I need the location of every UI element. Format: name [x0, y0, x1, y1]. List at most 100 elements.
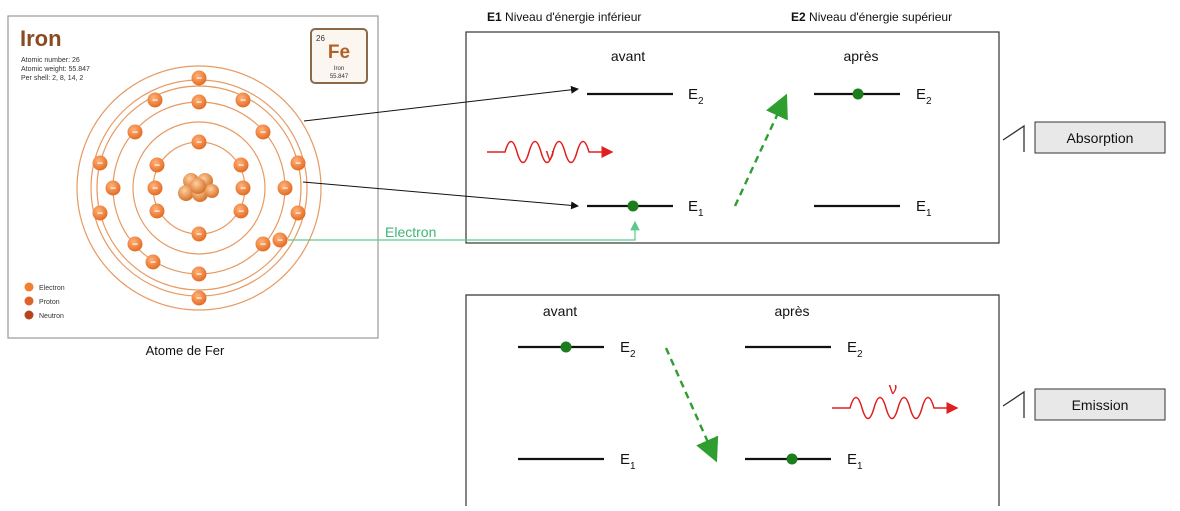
absorption-after-e2-label: E2 [916, 86, 932, 107]
legend-label-electron: Electron [39, 285, 65, 292]
emission-photon-wave [832, 396, 959, 420]
electron-sign-23: − [152, 96, 158, 107]
emission-before-e2-label: E2 [620, 339, 636, 360]
absorption-tag-bracket [1002, 124, 1025, 152]
absorption-transition-arrow [733, 93, 788, 207]
absorption-after-e1-label: E1 [916, 198, 932, 219]
badge-name: Iron [334, 66, 344, 72]
electron-sign-26: − [277, 236, 283, 247]
emission-tag-label: Emission [1072, 397, 1129, 413]
electron-19 [92, 155, 108, 171]
electron-sign-11: − [110, 184, 116, 195]
electron-sign-3: − [196, 138, 202, 149]
absorption-panel: avant après E2 E1 ν E2 E1 [465, 31, 1000, 244]
header-e1: E1 Niveau d'énergie inférieur [487, 10, 641, 24]
emission-before-label: avant [543, 303, 577, 319]
emission-photon-nu: ν [889, 379, 898, 398]
electron-14 [255, 124, 271, 140]
electron-sign-25: − [150, 258, 156, 269]
electron-link-line [288, 220, 640, 241]
electron-3 [191, 134, 207, 150]
electron-11 [105, 180, 121, 196]
emission-after-label: après [774, 303, 809, 319]
electron-8 [233, 203, 249, 219]
electron-sign-15: − [132, 240, 138, 251]
electron-sign-8: − [238, 207, 244, 218]
header-e1-tag: E1 [487, 10, 502, 24]
absorption-before-electron-dot [627, 200, 639, 212]
electron-sign-6: − [238, 161, 244, 172]
electron-10 [191, 266, 207, 282]
electron-sign-16: − [260, 240, 266, 251]
absorption-after-electron-dot [852, 88, 864, 100]
emission-tag: Emission [1002, 388, 1166, 421]
badge-symbol: Fe [328, 42, 350, 63]
shell-4 [96, 85, 302, 291]
electron-link-label: Electron [385, 224, 436, 240]
absorption-after-label: après [843, 48, 878, 64]
electron-sign-14: − [260, 128, 266, 139]
atomic-weight-line: Atomic weight: 55.847 [21, 66, 90, 73]
electron-sign-10: − [196, 270, 202, 281]
electron-21 [92, 205, 108, 221]
atomic-number-line: Atomic number: 26 [21, 57, 80, 64]
electron-24 [235, 92, 251, 108]
electron-1 [147, 180, 163, 196]
badge-number: 26 [316, 34, 325, 43]
atom-card: Iron Atomic number: 26 Atomic weight: 55… [7, 15, 379, 339]
electron-sign-12: − [282, 184, 288, 195]
emission-transition-arrow [664, 347, 719, 463]
electron-sign-19: − [97, 159, 103, 170]
electron-sign-5: − [154, 161, 160, 172]
per-shell-line: Per shell: 2, 8, 14, 2 [21, 75, 83, 82]
electron-sign-4: − [196, 230, 202, 241]
connector-outer-shell-to-e2 [303, 85, 579, 122]
electron-sign-20: − [295, 159, 301, 170]
emission-after-e1-label: E1 [847, 451, 863, 472]
nucleus [178, 173, 219, 202]
electron-sign-9: − [196, 98, 202, 109]
electrons: −−−−−−−−−−−−−−−−−−−−−−−−−− [92, 70, 306, 306]
electron-2 [235, 180, 251, 196]
absorption-before-label: avant [611, 48, 645, 64]
electron-sign-24: − [240, 96, 246, 107]
legend-swatch-neutron [24, 310, 34, 320]
electron-sign-22: − [295, 209, 301, 220]
electron-sign-7: − [154, 207, 160, 218]
legend-swatch-proton [24, 296, 34, 306]
electron-23 [147, 92, 163, 108]
header-e2-tag: E2 [791, 10, 806, 24]
absorption-tag: Absorption [1002, 121, 1166, 154]
electron-6 [233, 157, 249, 173]
electron-13 [127, 124, 143, 140]
electron-20 [290, 155, 306, 171]
electron-9 [191, 94, 207, 110]
electron-sign-18: − [196, 294, 202, 305]
element-name: Iron [20, 26, 62, 51]
absorption-photon-nu: ν [546, 145, 555, 164]
header-e1-text: Niveau d'énergie inférieur [502, 10, 642, 24]
emission-after-e2-label: E2 [847, 339, 863, 360]
element-badge: 26 Fe Iron 55.847 [310, 28, 368, 84]
absorption-before-e2-label: E2 [688, 86, 704, 107]
legend-swatch-electron [24, 282, 34, 292]
header-e2-text: Niveau d'énergie supérieur [806, 10, 952, 24]
emission-tag-bracket [1002, 390, 1025, 418]
atom-caption: Atome de Fer [146, 343, 225, 358]
absorption-photon-wave [487, 140, 614, 164]
electron-sign-21: − [97, 209, 103, 220]
electron-22 [290, 205, 306, 221]
emission-before-electron-dot [560, 341, 572, 353]
electron-5 [149, 157, 165, 173]
atom-legend: Electron Proton Neutron [24, 282, 65, 320]
legend-label-proton: Proton [39, 299, 60, 306]
absorption-before-e1-label: E1 [688, 198, 704, 219]
emission-panel: avant après E2 E1 E2 E1 ν [465, 294, 1000, 506]
electron-sign-1: − [152, 184, 158, 195]
electron-15 [127, 236, 143, 252]
shell-6 [76, 65, 322, 311]
emission-before-e1-label: E1 [620, 451, 636, 472]
electron-17 [191, 70, 207, 86]
electron-18 [191, 290, 207, 306]
electron-12 [277, 180, 293, 196]
